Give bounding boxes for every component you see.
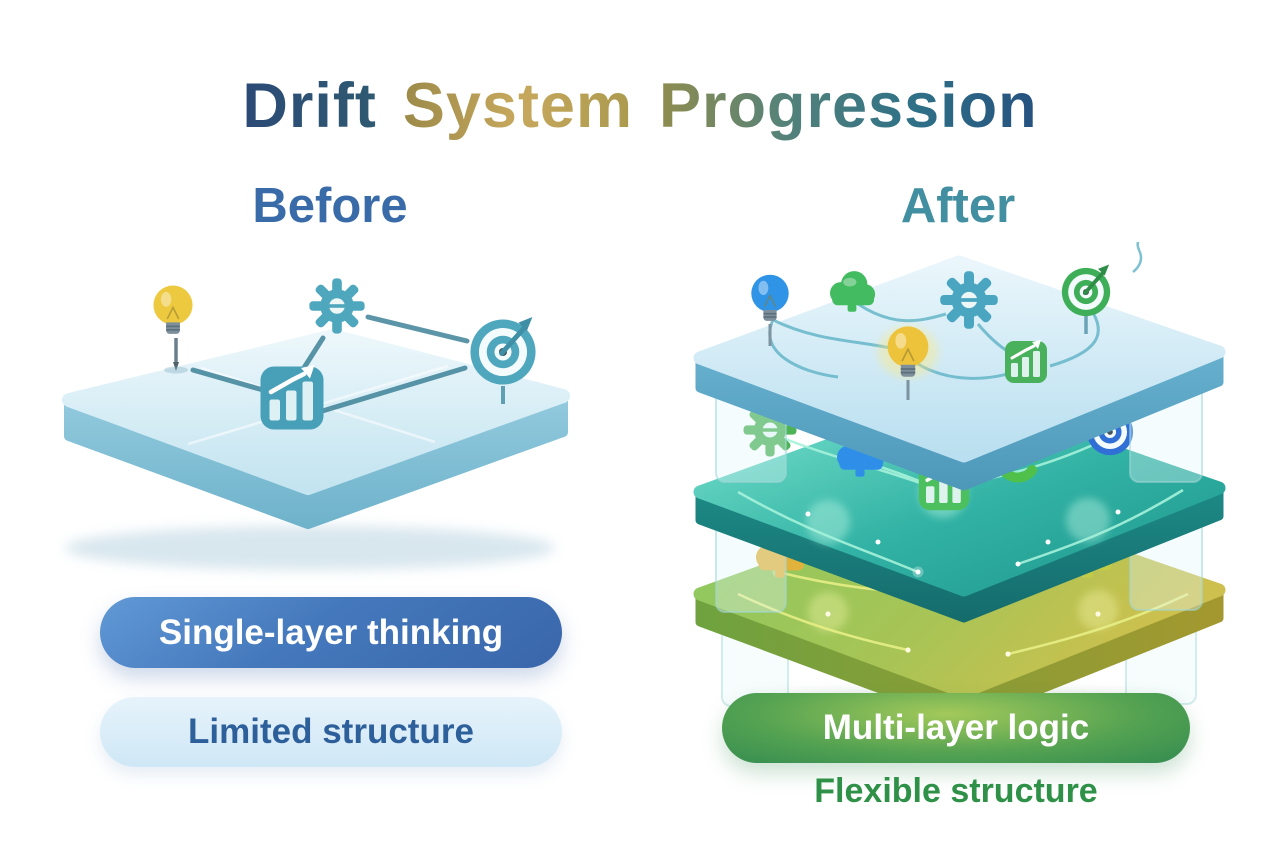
before-pill-primary: Single-layer thinking (100, 597, 562, 668)
lightbulb-icon-blue (750, 273, 790, 322)
title-word-drift: Drift (242, 71, 377, 142)
after-pill-primary: Multi-layer logic (722, 693, 1190, 763)
after-heading: After (900, 179, 1016, 233)
title-word-system: System (402, 71, 633, 142)
bar-chart-icon-top (1003, 338, 1049, 385)
before-platform-shadow (65, 526, 555, 570)
before-pill-secondary: Limited structure (100, 697, 562, 767)
lightbulb-icon (152, 284, 194, 335)
after-illustration (678, 242, 1243, 720)
after-layer-top (693, 242, 1226, 491)
gear-icon (309, 278, 365, 334)
title-word-progression: Progression (659, 71, 1038, 142)
before-connection-lines (190, 314, 470, 415)
bar-chart-icon (261, 365, 324, 430)
before-heading: Before (252, 179, 408, 233)
gear-icon-teal (940, 271, 998, 329)
before-platform-svg (62, 278, 570, 570)
lightbulb-pin (164, 338, 188, 374)
before-illustration (55, 240, 600, 585)
page-title: Drift System Progression (0, 71, 1280, 142)
after-layers-svg (693, 242, 1226, 720)
after-caption: Flexible structure (814, 772, 1098, 810)
